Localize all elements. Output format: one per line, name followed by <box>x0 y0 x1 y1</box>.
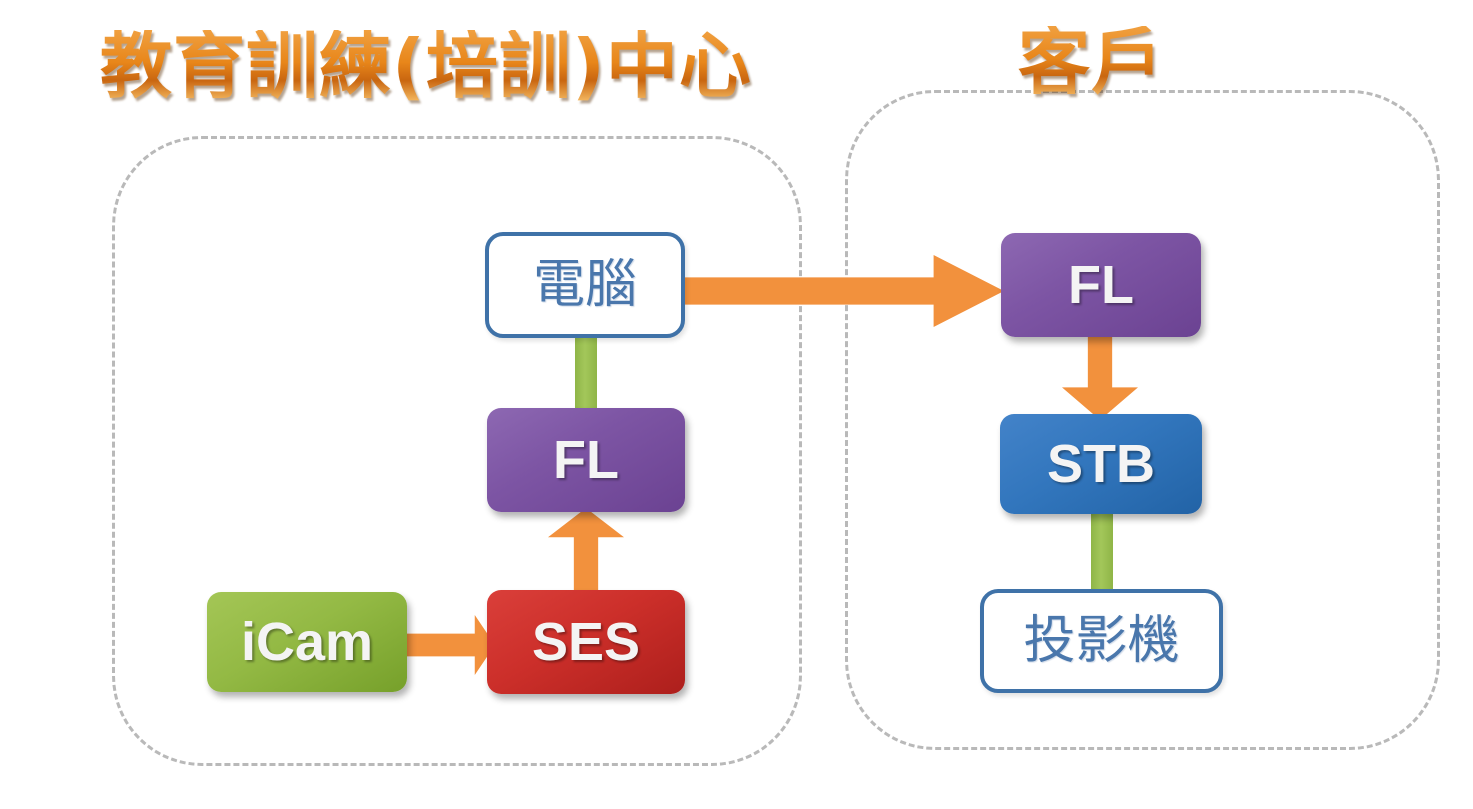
zone-title-training-center: 教育訓練(培訓)中心 <box>100 24 752 108</box>
node-computer-label: 電腦 <box>532 255 637 315</box>
node-ses-label: SES <box>531 612 641 672</box>
node-fl-training-label: FL <box>553 430 619 490</box>
node-ses[interactable]: SES <box>487 590 685 694</box>
node-stb-label: STB <box>1047 434 1155 494</box>
node-projector-label: 投影機 <box>1023 611 1180 671</box>
node-fl-customer[interactable]: FL <box>1001 233 1201 337</box>
zone-customer <box>845 90 1440 750</box>
node-fl-training[interactable]: FL <box>487 408 685 512</box>
node-fl-customer-label: FL <box>1068 255 1134 315</box>
connector-computer-to-fl-cable <box>575 333 597 415</box>
zone-training-center <box>112 136 802 766</box>
node-computer[interactable]: 電腦 <box>485 232 685 338</box>
node-icam[interactable]: iCam <box>207 592 407 692</box>
zone-title-customer: 客戶 <box>1018 20 1165 104</box>
node-projector[interactable]: 投影機 <box>980 589 1223 693</box>
node-icam-label: iCam <box>240 612 374 672</box>
node-stb[interactable]: STB <box>1000 414 1202 514</box>
connector-stb-to-projector-cable <box>1091 508 1113 594</box>
